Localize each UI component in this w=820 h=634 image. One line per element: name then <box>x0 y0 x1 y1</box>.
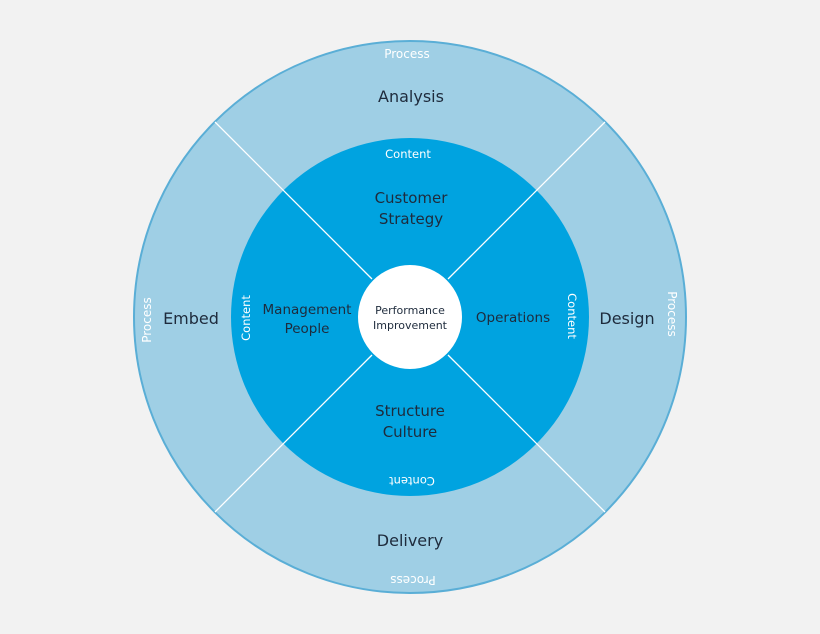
content-management-line1: Management <box>263 302 352 318</box>
content-operations-label: Operations <box>476 310 550 326</box>
inner-ring-label-left: Content <box>239 295 253 341</box>
divider-top-right <box>447 121 606 280</box>
outer-ring-label-bottom: Process <box>390 573 436 587</box>
divider-bottom-right <box>447 354 606 513</box>
process-analysis-label: Analysis <box>378 87 444 106</box>
quadrant-dividers <box>214 121 606 513</box>
outer-ring-label-top: Process <box>384 47 430 61</box>
center-label-line2: Improvement <box>373 319 448 332</box>
content-people-line2: People <box>285 321 330 337</box>
outer-ring-label-left: Process <box>140 297 154 343</box>
content-culture-line2: Culture <box>383 423 438 441</box>
center-circle <box>358 265 462 369</box>
process-design-label: Design <box>599 309 654 328</box>
process-delivery-label: Delivery <box>377 531 443 550</box>
inner-ring-label-top: Content <box>385 147 431 161</box>
inner-ring-label-right: Content <box>565 293 579 339</box>
outer-ring-label-right: Process <box>665 291 679 337</box>
process-embed-label: Embed <box>163 309 219 328</box>
center-label-line1: Performance <box>375 304 445 317</box>
content-customer-line1: Customer <box>375 189 449 207</box>
content-strategy-line2: Strategy <box>379 210 443 228</box>
inner-ring-label-bottom: Content <box>389 474 435 488</box>
divider-bottom-left <box>214 354 373 513</box>
divider-top-left <box>214 121 373 280</box>
content-structure-line1: Structure <box>375 402 445 420</box>
